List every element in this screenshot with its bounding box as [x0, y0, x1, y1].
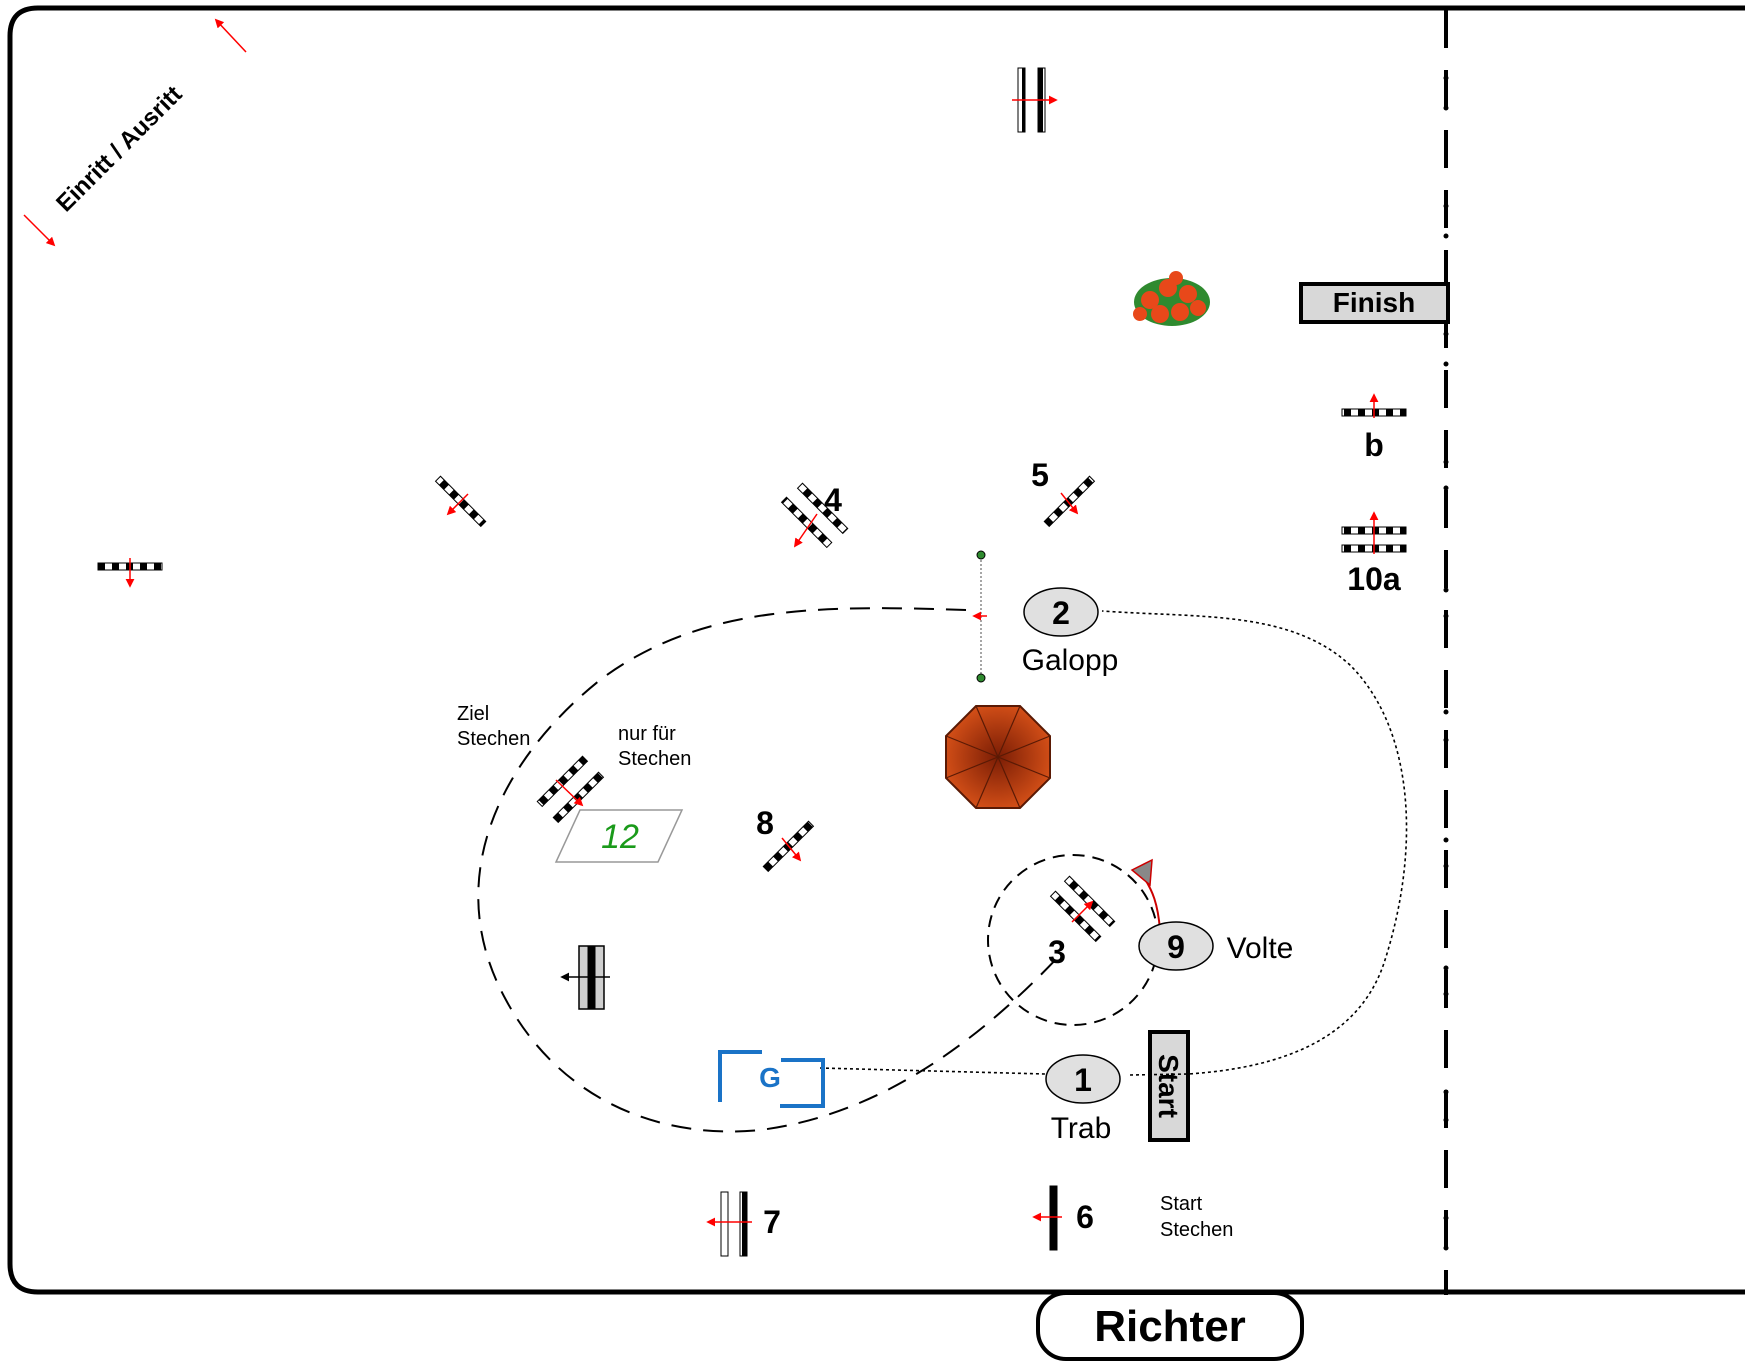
start-label: Start [1153, 1054, 1184, 1118]
nur-note-line1: nur für [618, 723, 676, 745]
obstacle-ziel [536, 755, 605, 824]
obstacle-7-number: 7 [763, 1204, 781, 1240]
obstacle-3: 3 [1048, 875, 1116, 970]
obstacle-left-diagonal [434, 475, 487, 528]
station-1-number: 1 [1074, 1062, 1092, 1098]
exit-arrow-icon [214, 18, 247, 53]
obstacle-b-number: b [1364, 427, 1384, 463]
judge-box: Richter [1036, 1291, 1304, 1361]
start-box: Start [1148, 1030, 1190, 1142]
obstacle-far-left [97, 558, 163, 588]
obstacle-6-number: 6 [1076, 1199, 1094, 1235]
station-2-label: Galopp [1022, 644, 1119, 677]
flowers-decoration [1133, 271, 1210, 326]
arena-boundary [7, 5, 1745, 1295]
judge-label: Richter [1094, 1302, 1246, 1351]
obstacle-top-double [1012, 67, 1058, 133]
fence-dots [1443, 75, 1449, 1251]
gate-g: G [718, 1050, 825, 1108]
obstacle-3-number: 3 [1048, 934, 1066, 970]
gate-g-label: G [759, 1062, 781, 1093]
volte-arrow-icon [1141, 874, 1161, 931]
station-9-label: Volte [1227, 932, 1294, 965]
obstacle-5: 5 [1031, 457, 1096, 528]
obstacle-b: b [1341, 393, 1407, 463]
station-2: 2 Galopp [1022, 587, 1119, 677]
station-2-number: 2 [1052, 595, 1070, 631]
volte-arrowhead-icon [1130, 858, 1153, 887]
station-9-number: 9 [1167, 929, 1185, 965]
station-9: 9 Volte [1138, 921, 1294, 971]
umbrella-icon [945, 705, 1051, 809]
obstacle-8: 8 [756, 805, 815, 873]
obstacle-6: 6 [1032, 1185, 1094, 1251]
entry-exit: Einritt / Ausritt [23, 18, 247, 247]
marker-12-number: 12 [601, 818, 639, 856]
obstacle-5-number: 5 [1031, 457, 1049, 493]
nur-note-line2: Stechen [618, 748, 691, 770]
obstacle-8-number: 8 [756, 805, 774, 841]
obstacle-10a-number: 10a [1347, 561, 1401, 597]
station-1: 1 Trab [1045, 1054, 1121, 1145]
obstacle-10a: 10a [1341, 511, 1407, 597]
obstacle-4: 4 [780, 482, 849, 549]
finish-box: Finish [1299, 282, 1450, 324]
obstacle-4-number: 4 [824, 482, 842, 518]
jumpoff-route [477, 607, 1061, 1133]
finish-label: Finish [1333, 287, 1415, 318]
timing-posts [972, 550, 987, 683]
obstacle-7: 7 [706, 1191, 781, 1257]
start-stechen-line1: Start [1160, 1193, 1203, 1215]
start-stechen-line2: Stechen [1160, 1219, 1233, 1241]
marker-12: 12 [554, 809, 684, 863]
obstacle-gray-box [560, 945, 610, 1010]
main-route [819, 610, 1408, 1076]
entry-exit-label: Einritt / Ausritt [51, 81, 187, 217]
ziel-note-line2: Stechen [457, 728, 530, 750]
entry-arrow-icon [23, 214, 56, 247]
ziel-note-line1: Ziel [457, 703, 489, 725]
station-1-label: Trab [1051, 1112, 1112, 1145]
